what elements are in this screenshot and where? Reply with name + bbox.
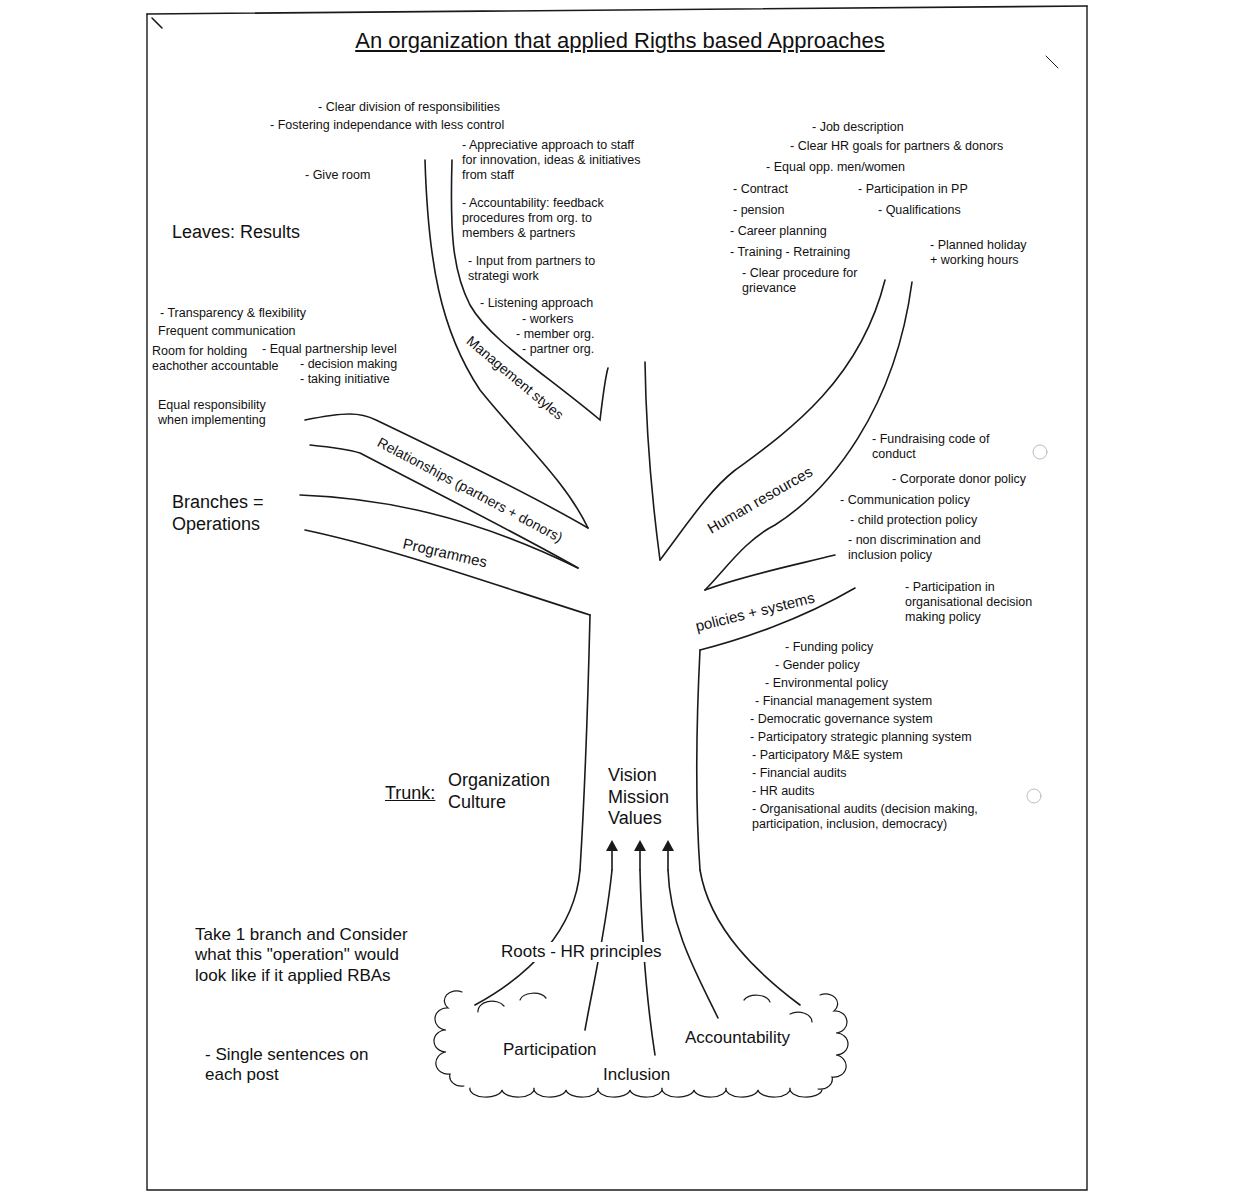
branch-outline [305, 530, 590, 615]
branch-label: Relationships (partners + donors) [374, 434, 565, 546]
leaf-text: - Participatory strategic planning syste… [750, 730, 972, 745]
scan-mark [152, 18, 162, 28]
arrow-head [662, 840, 674, 851]
root-line [475, 870, 580, 1005]
leaf-text: - Accountability: feedback procedures fr… [462, 196, 627, 241]
leaf-text: - Training - Retraining [730, 245, 850, 260]
root-text: Participation [500, 1040, 600, 1060]
leaf-text: - member org. [516, 327, 595, 342]
leaf-text: - Fundraising code of conduct [872, 432, 992, 462]
key-label: Leaves: Results [172, 222, 300, 244]
leaf-text: - taking initiative [300, 372, 390, 387]
trunk-text: Vision Mission Values [608, 765, 688, 830]
branch-label: policies + systems [694, 588, 817, 635]
instruction-note: Take 1 branch and Consider what this "op… [195, 925, 425, 986]
leaf-text: - Democratic governance system [750, 712, 933, 727]
arrow-head [606, 840, 618, 851]
branch-outline [645, 362, 660, 560]
leaf-text: - Participation in organisational decisi… [905, 580, 1070, 625]
instruction-note: - Single sentences on each post [205, 1045, 375, 1086]
leaf-text: - Career planning [730, 224, 827, 239]
leaf-text: - Funding policy [785, 640, 873, 655]
scan-mark [1046, 56, 1058, 68]
key-label: Trunk: [385, 783, 435, 805]
leaf-text: - Equal partnership level [262, 342, 397, 357]
leaf-text: - Financial management system [755, 694, 932, 709]
root-line [700, 870, 800, 1005]
leaf-text: - partner org. [522, 342, 594, 357]
arrow-line [612, 850, 668, 870]
soil-cloud [818, 994, 848, 1089]
trunk-outline [580, 615, 590, 870]
leaf-text: - Equal opp. men/women [766, 160, 905, 175]
leaf-text: - Job description [812, 120, 904, 135]
trunk-text: Organization Culture [448, 770, 568, 813]
root-text: Accountability [682, 1028, 793, 1048]
soil-cloud [434, 991, 464, 1086]
branch-label: Human resources [704, 463, 816, 538]
leaf-text: - Contract [733, 182, 788, 197]
leaf-text: - decision making [300, 357, 397, 372]
leaf-text: - Appreciative approach to staff for inn… [462, 138, 642, 183]
leaf-text: - Communication policy [840, 493, 970, 508]
leaf-text: - Organisational audits (decision making… [752, 802, 982, 832]
leaf-text: Equal responsibility when implementing [158, 398, 288, 428]
punch-hole [1033, 445, 1047, 459]
leaf-text: - Give room [305, 168, 370, 183]
leaf-text: - Input from partners to strategi work [468, 254, 608, 284]
key-label: Roots - HR principles [498, 942, 665, 962]
root-line [640, 870, 655, 1055]
leaf-text: - Listening approach [480, 296, 593, 311]
key-label: Branches = Operations [172, 492, 292, 535]
soil-cloud [470, 1088, 822, 1097]
leaf-text: - Fostering independance with less contr… [270, 118, 504, 133]
trunk-outline [697, 650, 700, 870]
leaf-text: - pension [733, 203, 784, 218]
leaf-text: - Clear HR goals for partners & donors [790, 139, 1003, 154]
leaf-text: - Corporate donor policy [892, 472, 1026, 487]
leaf-text: - HR audits [752, 784, 815, 799]
leaf-text: - Gender policy [775, 658, 860, 673]
leaf-text: - Clear procedure for grievance [742, 266, 862, 296]
leaf-text: - workers [522, 312, 573, 327]
leaf-text: Room for holding eachother accountable [152, 344, 287, 374]
leaf-text: - Participation in PP [858, 182, 968, 197]
scan-edge [147, 6, 1087, 1190]
leaf-text: - non discrimination and inclusion polic… [848, 533, 1008, 563]
diagram-title: An organization that applied Rigths base… [355, 28, 885, 54]
branch-outline [705, 555, 835, 590]
leaf-text: - Clear division of responsibilities [318, 100, 500, 115]
punch-hole [1027, 789, 1041, 803]
leaf-text: - Planned holiday + working hours [930, 238, 1035, 268]
scan-edge [147, 6, 1087, 14]
branch-label: Programmes [401, 535, 489, 572]
root-text: Inclusion [600, 1065, 673, 1085]
leaf-text: - Financial audits [752, 766, 847, 781]
arrow-head [634, 840, 646, 851]
leaf-text: - Participatory M&E system [752, 748, 903, 763]
leaf-text: - Transparency & flexibility [160, 306, 306, 321]
leaf-text: - Qualifications [878, 203, 961, 218]
root-line [668, 870, 718, 1018]
leaf-text: - child protection policy [850, 513, 977, 528]
soil-cloud [478, 993, 812, 1022]
leaf-text: Frequent communication [158, 324, 296, 339]
leaf-text: - Environmental policy [765, 676, 888, 691]
